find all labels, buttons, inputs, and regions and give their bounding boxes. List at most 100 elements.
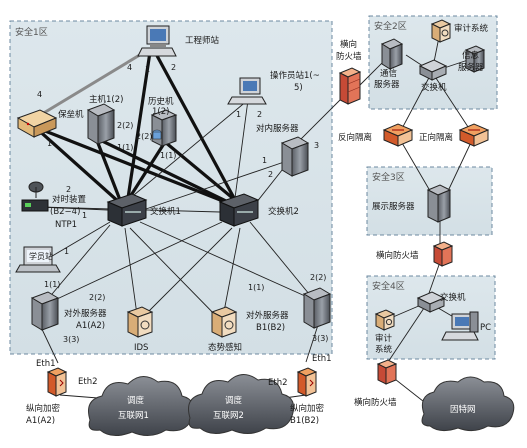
ext-b-label-1: 对外服务器 [246, 310, 289, 321]
eth1-a-label: Eth1 [36, 359, 56, 369]
bastion-label: 保垒机 [58, 109, 84, 120]
switch-2-label: 交换机2 [268, 206, 299, 217]
reverse-label: 反向隔离 [338, 132, 372, 143]
switch-z2-label: 交换机 [421, 82, 447, 93]
external-server-b[interactable] [302, 287, 332, 329]
thick-links [33, 51, 237, 207]
port-hist-22: 2(2) [136, 132, 152, 141]
zone-2-title: 安全2区 [374, 20, 407, 32]
port-int-1: 1 [262, 156, 267, 165]
external-server-a[interactable] [30, 291, 60, 331]
switch-z2[interactable] [418, 59, 448, 81]
cloud2-label-1: 调度 [225, 395, 243, 406]
internet-label: 因特网 [450, 404, 476, 415]
port-host-11: 1(1) [117, 143, 133, 152]
port-int-2: 2 [268, 170, 273, 179]
crypto-a-label-1: 纵向加密 [26, 403, 61, 414]
cloud1-label-2: 互联网1 [118, 411, 149, 421]
host-server[interactable] [86, 103, 116, 145]
ext-a-label-1: 对外服务器 [64, 308, 107, 319]
ids-label: IDS [134, 343, 148, 353]
situation-awareness-device[interactable] [210, 306, 238, 338]
switch-z4-label: 交换机 [440, 292, 466, 303]
audit-system-z2[interactable] [430, 19, 452, 43]
port-labels: 4 1 2 4 1 2(2) 1(1) 2(2) 1(1) 1 2 1 2 3 … [37, 63, 328, 344]
vertical-firewall[interactable] [338, 67, 362, 105]
audit-system-z4[interactable] [374, 309, 396, 331]
forward-isolation[interactable] [458, 123, 490, 147]
bastion-host[interactable] [16, 109, 58, 138]
ids-device[interactable] [126, 306, 154, 338]
port-extb-33: 3(3) [312, 334, 328, 343]
crypto-b-label-1: 纵向加密 [290, 403, 325, 414]
port-int-3: 3 [314, 141, 319, 150]
port-host-22: 2(2) [117, 121, 133, 130]
time-sync-device[interactable] [21, 181, 49, 212]
port-bast-1: 1 [47, 139, 52, 148]
port-exta-33: 3(3) [63, 335, 79, 344]
sync-label-2: (B2−4) [50, 207, 80, 217]
eth2-b-label: Eth2 [268, 378, 288, 388]
fw-vert-label-1: 横向 [340, 39, 357, 50]
fw-h4-label: 横向防火墙 [354, 397, 397, 408]
switch-1[interactable] [106, 193, 148, 227]
cloud-dispatch-2: 调度 互联网2 [188, 374, 295, 434]
sync-label-1: 对时装置 [52, 194, 87, 205]
host-label: 主机1(2) [89, 94, 123, 105]
port-sync-1: 1 [82, 211, 87, 220]
horizontal-firewall-z4[interactable] [376, 359, 398, 385]
cloud1-label-1: 调度 [127, 395, 145, 406]
comm-server[interactable] [380, 38, 404, 70]
fw-h-label: 横向防火墙 [376, 250, 419, 261]
switch-z4[interactable] [416, 291, 446, 313]
audit-z2-label: 审计系统 [454, 23, 489, 34]
eth1-b-label: Eth1 [312, 354, 332, 364]
operator-station[interactable] [227, 77, 267, 105]
port-study-1: 1 [64, 247, 69, 256]
cloud2-label-2: 互联网2 [213, 411, 244, 421]
cloud-internet: 因特网 [421, 376, 515, 432]
student-label: 学员站 [29, 251, 53, 261]
student-station[interactable] [15, 246, 61, 273]
port-eng-2: 2 [171, 63, 176, 72]
zone-3-title: 安全3区 [372, 171, 405, 183]
comm-label-1: 通信 [380, 68, 398, 79]
pc-z4[interactable] [441, 311, 479, 341]
zone-1-title: 安全1区 [15, 26, 48, 38]
internal-server[interactable] [280, 136, 310, 177]
display-server[interactable] [426, 184, 452, 223]
display-label: 展示服务器 [372, 201, 415, 212]
link-bastion-engineer [41, 48, 149, 116]
history-sub-label: 1(2) [152, 107, 169, 117]
engineer-station[interactable] [137, 25, 177, 57]
vertical-crypto-a[interactable] [46, 367, 68, 397]
port-hist-11: 1(1) [160, 151, 176, 160]
forward-label: 正向隔离 [419, 132, 453, 143]
operator-label-2: 5) [294, 83, 303, 93]
ext-a-label-2: A1(A2) [76, 321, 105, 331]
port-op-1: 1 [236, 110, 241, 119]
operator-label-1: 操作员站1(~ [270, 70, 320, 81]
situation-label: 态势感知 [208, 342, 242, 353]
history-server[interactable] [150, 109, 178, 147]
ext-b-label-2: B1(B2) [256, 323, 285, 333]
port-extb-22: 2(2) [310, 273, 326, 282]
cloud-dispatch-1: 调度 互联网1 [88, 376, 195, 436]
internal-server-label: 对内服务器 [256, 123, 299, 134]
audit-z4-label-2: 系统 [375, 344, 393, 355]
port-exta-11: 1(1) [44, 280, 60, 289]
horizontal-firewall-z3[interactable] [432, 241, 454, 267]
port-bast-4: 4 [37, 90, 42, 99]
zone-4-title: 安全4区 [372, 280, 405, 292]
vertical-crypto-b[interactable] [296, 367, 318, 397]
comm-label-2: 服务器 [374, 79, 400, 90]
switch-2[interactable] [218, 193, 260, 227]
audit-z4-label-1: 审计 [375, 333, 393, 344]
info-server[interactable] [464, 45, 486, 73]
crypto-a-label-2: A1(A2) [26, 416, 55, 426]
port-extb-11: 1(1) [248, 283, 264, 292]
port-eng-1: 1 [145, 65, 150, 74]
reverse-isolation[interactable] [382, 123, 414, 147]
switch-1-label: 交换机1 [150, 206, 181, 217]
port-sync-2: 2 [66, 185, 71, 194]
